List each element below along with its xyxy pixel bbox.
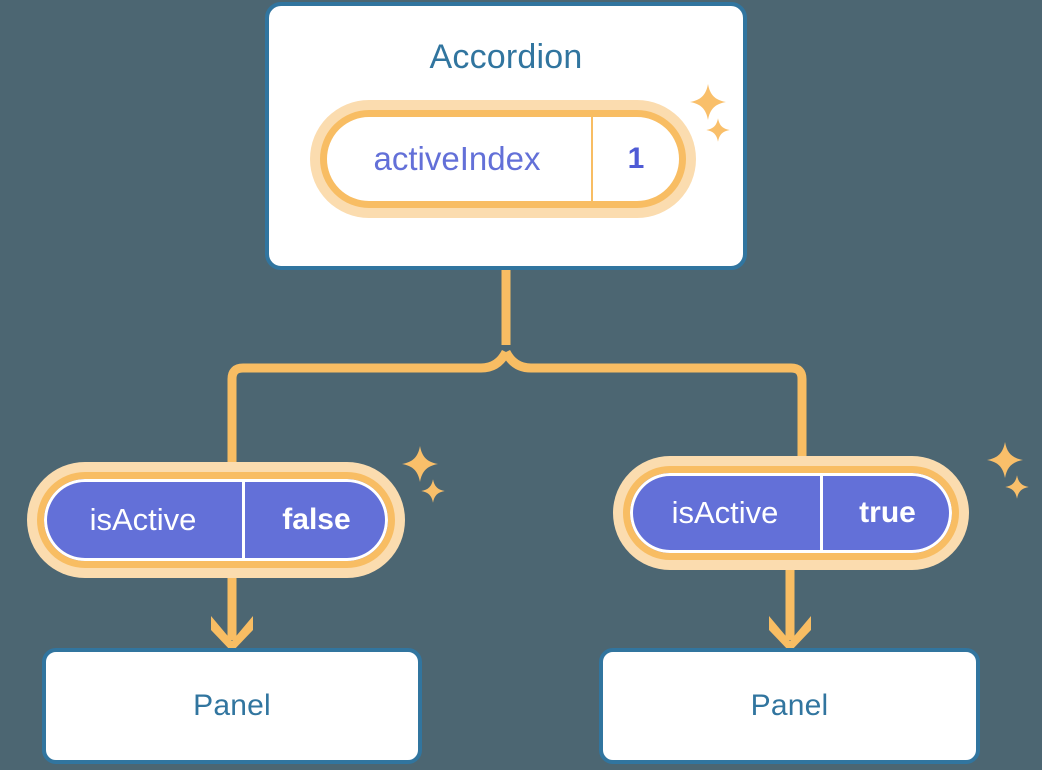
state-pill-inner: isActive false (37, 472, 395, 568)
state-value-label: 1 (591, 117, 679, 201)
panel-title: Panel (750, 689, 829, 722)
state-pill-inner: activeIndex 1 (320, 110, 686, 208)
connector-branch-left (227, 349, 511, 474)
panel-title: Panel (193, 689, 271, 722)
state-pill-active-index[interactable]: activeIndex 1 (310, 100, 696, 218)
panel-component-card-right[interactable]: Panel (599, 648, 980, 764)
state-key-label: isActive (89, 502, 197, 537)
sparkle-icon (985, 440, 1025, 480)
sparkle-icon (1004, 474, 1030, 500)
state-value-label: false (242, 479, 388, 561)
arrow-down-icon-left (211, 572, 253, 652)
state-key-label: isActive (671, 495, 779, 530)
state-pill-inner: isActive true (623, 466, 959, 560)
state-pill-is-active-true[interactable]: isActive true (613, 456, 969, 570)
panel-component-card-left[interactable]: Panel (42, 648, 422, 764)
connector-branch-right (501, 349, 807, 468)
state-key-label: activeIndex (373, 140, 541, 177)
sparkle-icon (400, 444, 440, 484)
arrow-down-icon-right (769, 564, 811, 652)
sparkle-icon (420, 478, 446, 504)
state-pill-is-active-false[interactable]: isActive false (27, 462, 405, 578)
state-value-label: true (820, 473, 952, 553)
page-title: Accordion (429, 38, 583, 76)
